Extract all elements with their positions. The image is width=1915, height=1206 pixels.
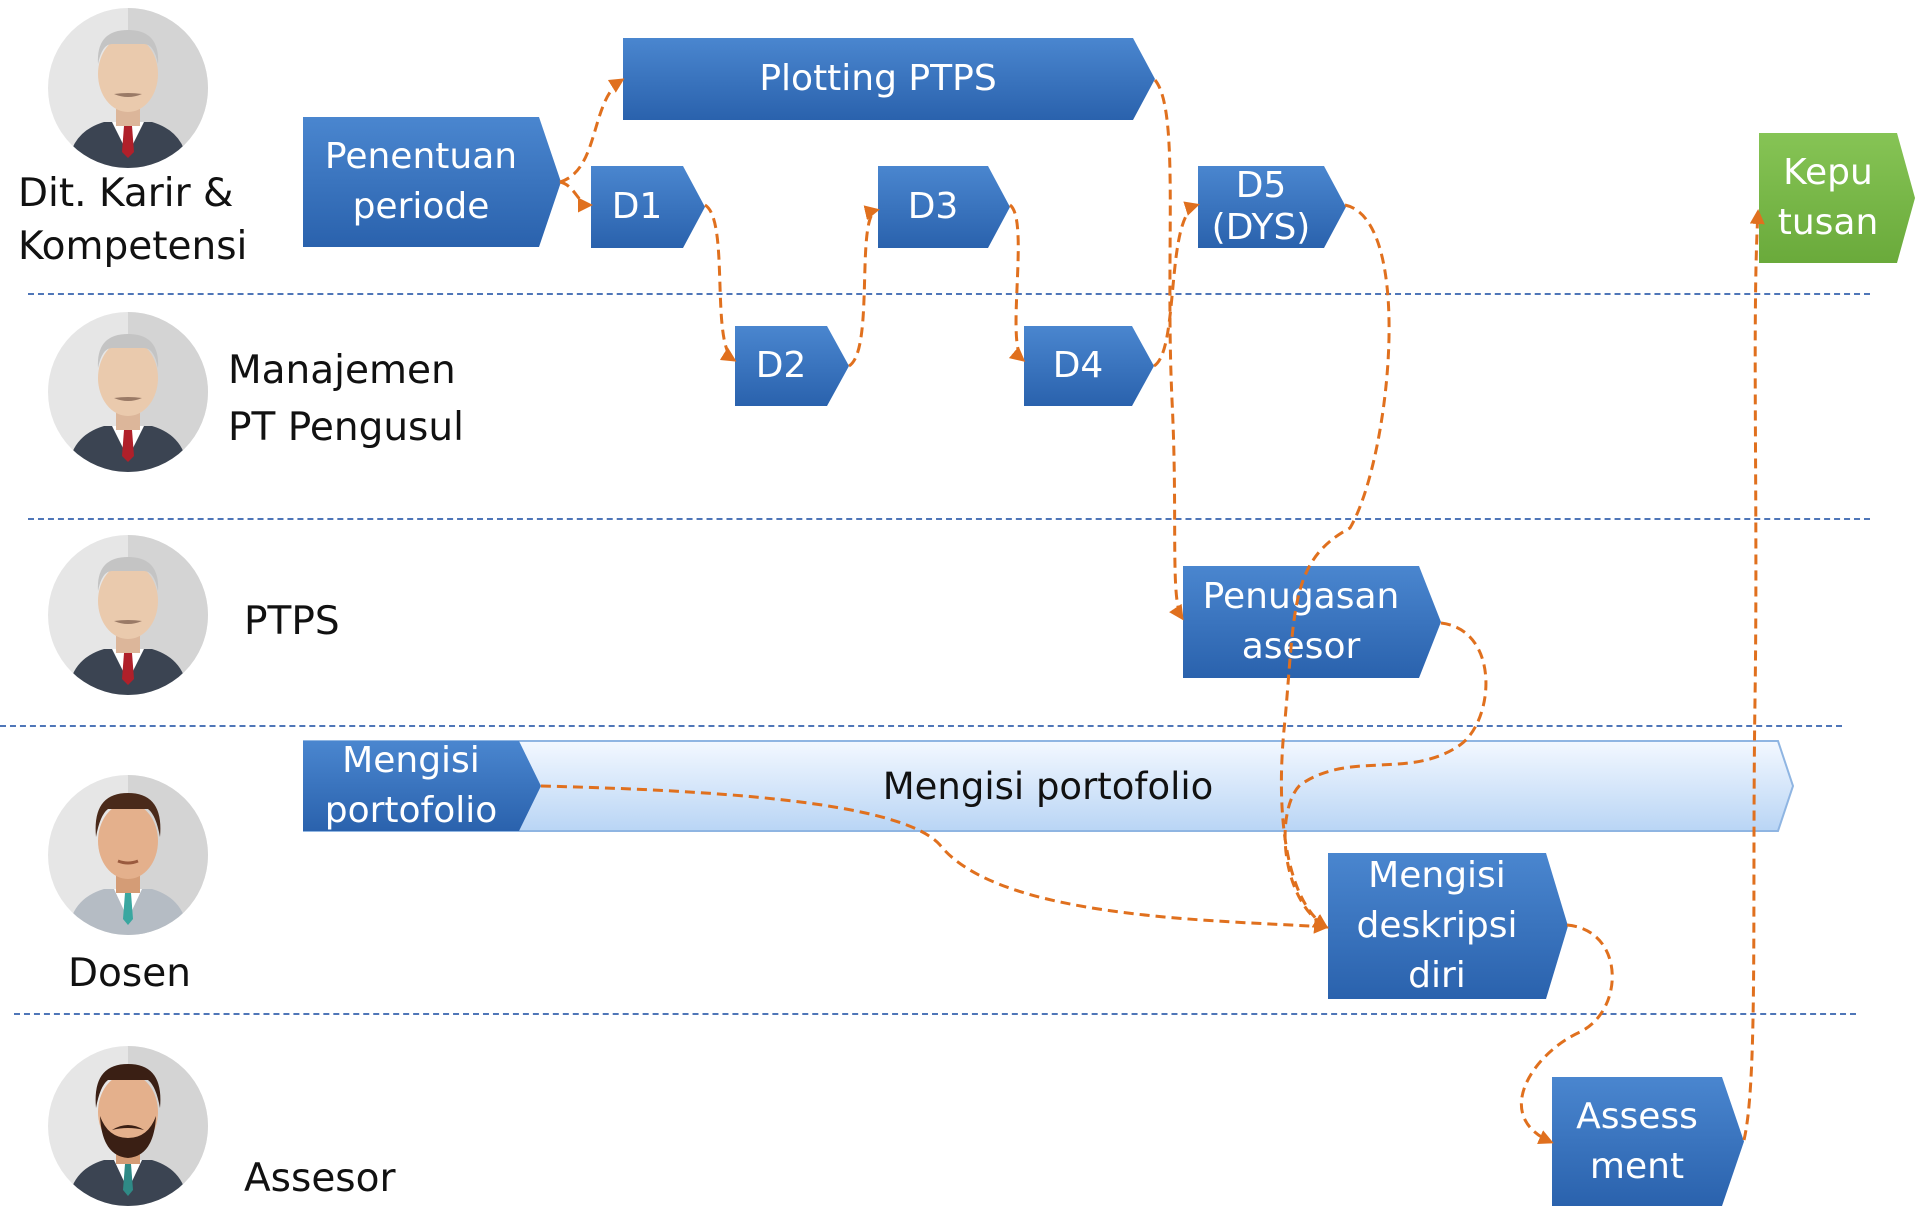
step-keputusan[interactable]: Kepu tusan bbox=[1759, 133, 1915, 263]
flow-penentuan-to-plotting bbox=[559, 78, 625, 184]
flow-d3-to-d4 bbox=[1008, 203, 1026, 362]
actor-label-ptps: PTPS bbox=[244, 598, 340, 646]
actor-label-assesor: Assesor bbox=[244, 1155, 396, 1203]
step-d2[interactable]: D2 bbox=[735, 326, 849, 406]
step-label: D1 bbox=[611, 186, 663, 227]
step-label: D2 bbox=[755, 345, 807, 386]
step-label: Penentuan periode bbox=[325, 132, 517, 232]
step-label-line: diri bbox=[1408, 955, 1466, 996]
step-label: D3 bbox=[907, 186, 959, 227]
actor-label-line: Dosen bbox=[68, 951, 191, 996]
step-label: Plotting PTPS bbox=[759, 58, 997, 99]
actor-label-line: PT Pengusul bbox=[228, 405, 464, 450]
step-penugasan-asesor[interactable]: Penugasan asesor bbox=[1183, 566, 1441, 678]
step-label-line: (DYS) bbox=[1211, 207, 1311, 248]
elderly-man-icon bbox=[48, 535, 208, 695]
flow-penugasan-to-deskripsi bbox=[1283, 621, 1488, 929]
step-label: Kepu tusan bbox=[1778, 148, 1879, 248]
step-d3[interactable]: D3 bbox=[878, 166, 1010, 248]
step-label: D5 (DYS) bbox=[1212, 165, 1311, 249]
step-plotting-ptps[interactable]: Plotting PTPS bbox=[623, 38, 1155, 120]
step-label-line: Penentuan bbox=[324, 136, 518, 177]
elderly-man-icon bbox=[48, 312, 208, 472]
step-label-line: asesor bbox=[1241, 626, 1361, 667]
flow-plotting-to-penugasan bbox=[1153, 79, 1184, 621]
actor-label-line: PTPS bbox=[244, 599, 340, 644]
step-label-line: Mengisi bbox=[342, 740, 480, 781]
step-d4[interactable]: D4 bbox=[1024, 326, 1154, 406]
step-label-line: Kepu bbox=[1783, 152, 1873, 193]
step-label: D4 bbox=[1052, 345, 1104, 386]
young-man-icon bbox=[48, 775, 208, 935]
lane-divider bbox=[28, 293, 1870, 295]
actor-label-dosen: Dosen bbox=[68, 950, 191, 998]
step-label-line: D5 bbox=[1235, 165, 1287, 206]
step-label-line: portofolio bbox=[324, 790, 498, 831]
flow-portofolio-to-deskripsi bbox=[540, 784, 1329, 934]
flow-assessment-to-keputusan bbox=[1742, 209, 1765, 1141]
flow-deskripsi-to-assessment bbox=[1519, 923, 1614, 1144]
step-label: Mengisi portofolio bbox=[325, 736, 498, 836]
step-mengisi-deskripsi-diri[interactable]: Mengisi deskripsi diri bbox=[1328, 853, 1568, 999]
actor-label-ditkarir: Dit. Karir & Kompetensi bbox=[18, 167, 247, 273]
step-label-line: Assess bbox=[1576, 1095, 1698, 1137]
lane-divider bbox=[28, 518, 1870, 520]
step-label-line: tusan bbox=[1777, 202, 1879, 243]
step-assessment[interactable]: Assess ment bbox=[1552, 1077, 1744, 1206]
actor-label-manajemen: Manajemen PT Pengusul bbox=[228, 342, 464, 456]
step-penentuan-periode[interactable]: Penentuan periode bbox=[303, 117, 561, 247]
actor-label-line: Assesor bbox=[244, 1156, 396, 1201]
actor-label-line: Manajemen bbox=[228, 348, 456, 393]
step-label: Assess ment bbox=[1576, 1092, 1698, 1192]
step-mengisi-portofolio[interactable]: Mengisi portofolio bbox=[303, 741, 541, 831]
step-label: Mengisi deskripsi diri bbox=[1356, 851, 1517, 1001]
lane-divider bbox=[0, 725, 1842, 727]
lane-divider bbox=[14, 1013, 1856, 1015]
flow-d5-to-deskripsi bbox=[1279, 203, 1391, 929]
actor-label-line: Kompetensi bbox=[18, 224, 248, 269]
step-label-line: ment bbox=[1589, 1145, 1685, 1187]
flow-d2-to-d3 bbox=[847, 205, 880, 368]
step-d5-dys[interactable]: D5 (DYS) bbox=[1198, 166, 1346, 248]
step-label-line: Mengisi bbox=[1368, 855, 1506, 896]
flow-penentuan-to-d1 bbox=[559, 180, 593, 213]
step-label-line: periode bbox=[352, 186, 490, 227]
step-d1[interactable]: D1 bbox=[591, 166, 705, 248]
elderly-man-icon bbox=[48, 8, 208, 168]
flow-d4-to-d5 bbox=[1153, 201, 1200, 368]
flow-d1-to-d2 bbox=[703, 203, 737, 362]
bearded-man-icon bbox=[48, 1046, 208, 1206]
step-label-line: deskripsi bbox=[1356, 905, 1518, 946]
actor-label-line: Dit. Karir & bbox=[18, 171, 234, 216]
